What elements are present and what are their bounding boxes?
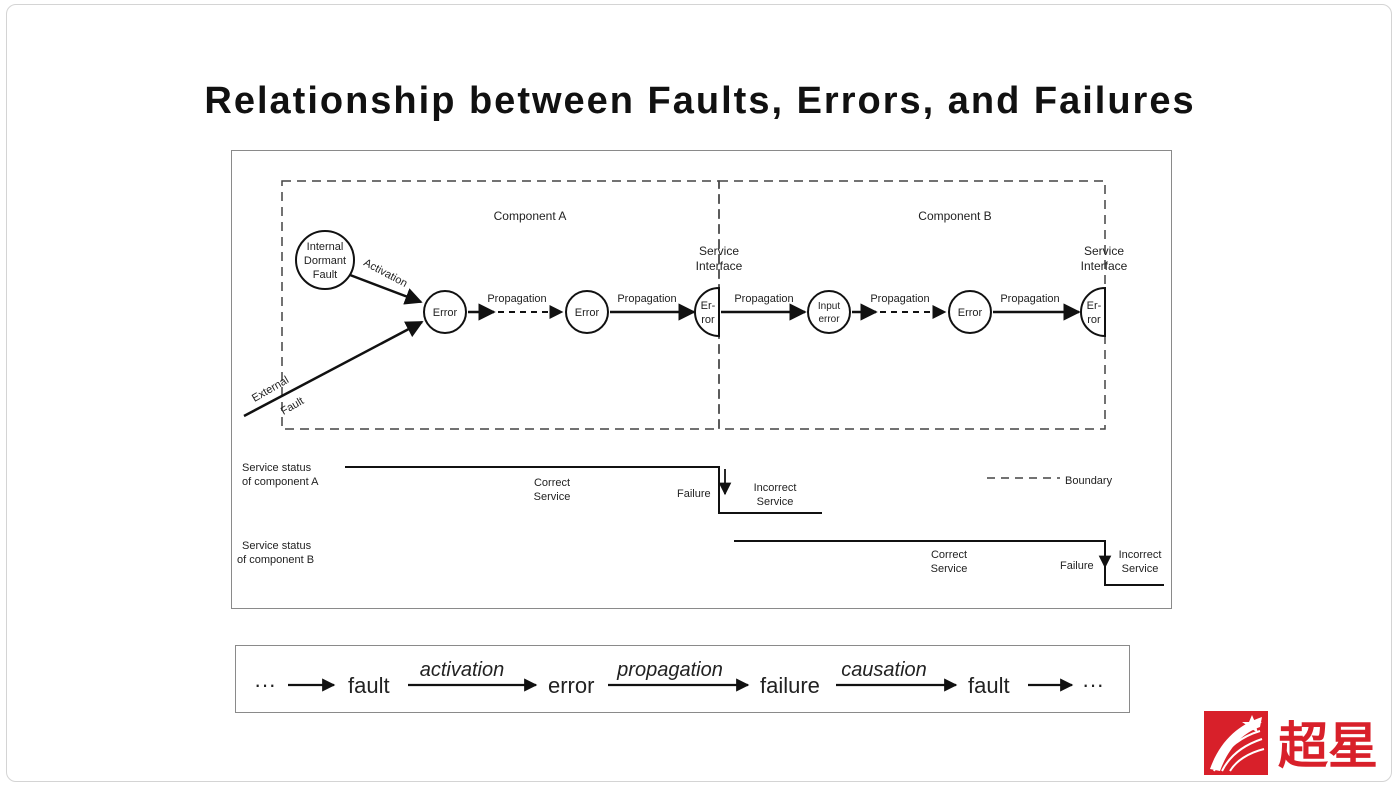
- interface-error-b: [1080, 286, 1106, 338]
- error-node-3-label: Error: [958, 307, 983, 319]
- logo-text: 超星: [1278, 717, 1378, 775]
- internal-fault-line2: Dormant: [304, 255, 346, 267]
- activation-arrow: [349, 273, 423, 305]
- status-a-incorrect-line1: Incorrect: [754, 482, 797, 494]
- boundary-legend-label: Boundary: [1065, 475, 1113, 487]
- component-b-label: Component B: [918, 209, 991, 223]
- diagram-svg: Component A Component B Service Interfac…: [237, 180, 1164, 586]
- external-fault-arrow: [243, 320, 424, 418]
- chain-end-fault: fault: [968, 673, 1010, 698]
- chain-activation-label: activation: [420, 659, 505, 681]
- component-b-boundary: [718, 180, 1106, 430]
- internal-fault-node: [295, 230, 355, 290]
- service-interface-b-line1: Service: [1084, 244, 1124, 258]
- error-node-1-label: Error: [433, 307, 458, 319]
- status-a-correct-line2: Service: [534, 491, 571, 503]
- fault-error-failure-diagram: Component A Component B Service Interfac…: [231, 150, 1172, 609]
- status-a-correct-line1: Correct: [534, 477, 570, 489]
- interface-error-b-line1: Er-: [1087, 300, 1102, 312]
- error-node-1: [423, 290, 467, 334]
- status-b-incorrect-line2: Service: [1122, 563, 1159, 575]
- error-node-2-label: Error: [575, 307, 600, 319]
- logo-emblem-star: [1242, 715, 1262, 733]
- status-b-correct-line1: Correct: [931, 549, 967, 561]
- status-a-failure-label: Failure: [677, 488, 711, 500]
- chain-failure: failure: [760, 673, 820, 698]
- internal-fault-line3: Fault: [313, 269, 337, 281]
- propagation-label-1: Propagation: [487, 293, 546, 305]
- status-a-timeline: [345, 466, 822, 514]
- logo-emblem-lines: [1213, 730, 1265, 772]
- service-interface-a-line2: Interface: [696, 259, 743, 273]
- input-error-node: [807, 290, 851, 334]
- interface-error-b-line2: ror: [1087, 314, 1101, 326]
- slide-title: Relationship between Faults, Errors, and…: [204, 80, 1196, 122]
- fault-chain-svg: ··· fault activation error propagation f…: [254, 659, 1104, 698]
- status-b-line2: of component B: [237, 554, 314, 566]
- interface-error-a: [694, 286, 720, 338]
- service-interface-b-line2: Interface: [1081, 259, 1128, 273]
- component-a-label: Component A: [494, 209, 567, 223]
- chain-start-ellipsis: ···: [254, 672, 276, 697]
- status-b-incorrect-line1: Incorrect: [1119, 549, 1162, 561]
- status-b-line1: Service status: [242, 540, 312, 552]
- error-node-3: [948, 290, 992, 334]
- chaoxing-logo: 超星: [1200, 705, 1392, 779]
- activation-label: Activation: [362, 257, 410, 290]
- fault-chain-box: ··· fault activation error propagation f…: [235, 645, 1130, 713]
- propagation-label-5: Propagation: [1000, 293, 1059, 305]
- chain-error: error: [548, 673, 594, 698]
- service-interface-a-line1: Service: [699, 244, 739, 258]
- chain-fault: fault: [348, 673, 390, 698]
- error-node-2: [565, 290, 609, 334]
- external-fault-line2: Fault: [279, 395, 306, 418]
- chain-end-ellipsis: ···: [1082, 672, 1104, 697]
- interface-error-a-line1: Er-: [701, 300, 716, 312]
- propagation-label-4: Propagation: [870, 293, 929, 305]
- interface-error-a-line2: ror: [701, 314, 715, 326]
- status-b-correct-line2: Service: [931, 563, 968, 575]
- propagation-label-2: Propagation: [617, 293, 676, 305]
- status-a-line1: Service status: [242, 462, 312, 474]
- chain-propagation-label: propagation: [616, 659, 723, 681]
- status-a-incorrect-line2: Service: [757, 496, 794, 508]
- chain-causation-label: causation: [841, 659, 927, 681]
- propagation-label-3: Propagation: [734, 293, 793, 305]
- input-error-line2: error: [818, 314, 840, 325]
- chaoxing-logo-svg: 超星: [1204, 711, 1378, 775]
- internal-fault-line1: Internal: [307, 241, 344, 253]
- external-fault-line1: External: [250, 374, 291, 405]
- status-a-line2: of component A: [242, 476, 319, 488]
- status-b-failure-label: Failure: [1060, 560, 1094, 572]
- input-error-line1: Input: [818, 301, 840, 312]
